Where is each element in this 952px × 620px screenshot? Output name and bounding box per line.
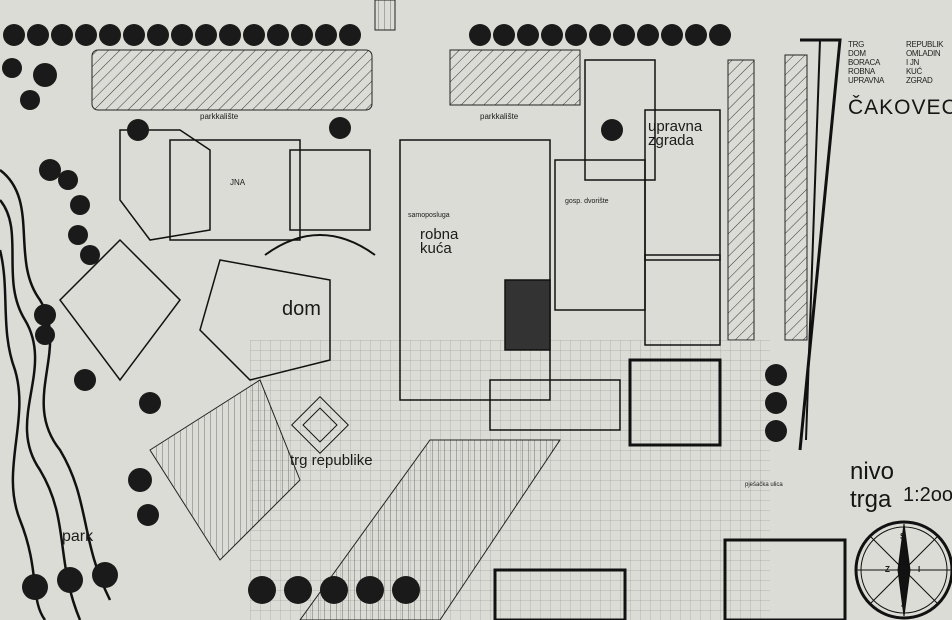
compass-east: I [918,565,921,574]
street-label: pješačka ulica [745,482,783,488]
legend-value: KUĆ [906,67,922,76]
jna-label: JNA [230,178,246,187]
river [0,169,112,620]
diagonal-ramp [299,439,561,620]
city-title: ČAKOVEC [848,96,952,119]
fountain [291,396,349,454]
dom-label: dom [282,298,321,320]
dept-store-label: robna kuća [420,226,459,257]
legend-value: ZGRAD [906,76,933,85]
compass-west: Z [885,565,890,574]
compass-rose [854,520,952,620]
legend-value: OMLADIN [906,49,941,58]
legend-label: UPRAVNA [848,76,884,85]
trees [2,24,787,604]
compass-south: J [901,600,906,609]
supermarket-label: samoposluga [408,212,450,219]
square-label: trg republike [290,452,373,469]
parking-right-label: parkkalište [480,112,519,121]
legend-label: TRG [848,40,864,49]
scale-label: 1:2oo [903,484,952,506]
legend-value: I JN [906,58,920,67]
legend-label: BORACA [848,58,880,67]
legend-label: ROBNA [848,67,875,76]
legend-label: DOM [848,49,866,58]
legend-value: REPUBLIK [906,40,944,49]
compass-north: S [900,532,906,541]
buildings [59,38,847,620]
legend: TRG REPUBLIK DOM OMLADIN BORACA I JN ROBNA K… [848,40,943,85]
level-label: nivo trga [850,458,895,513]
parking-left-label: parkkalište [200,112,239,121]
yard-label: gosp. dvorište [565,198,609,205]
parking-areas [91,49,808,341]
park-label: park [62,528,94,545]
admin-building-label: upravna zgrada [648,118,703,149]
